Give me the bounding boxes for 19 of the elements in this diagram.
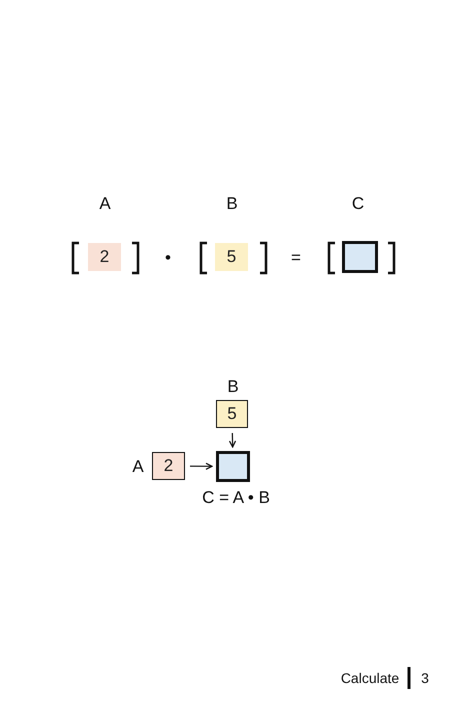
formula-caption: C = A • B <box>202 488 270 508</box>
matrix-name: C <box>352 194 364 214</box>
heading-label: A <box>132 457 144 477</box>
dot-operator: • <box>165 248 171 268</box>
matrix-name: B <box>226 194 238 214</box>
value-box <box>88 243 121 271</box>
matrix-name: A <box>99 194 111 214</box>
value-box <box>215 243 248 271</box>
value-label: 2 <box>164 456 174 476</box>
value-label: 2 <box>100 247 110 267</box>
page-number: 3 <box>421 670 429 686</box>
heading-label: B <box>227 377 239 397</box>
arrow <box>190 462 213 470</box>
value-label: 5 <box>227 404 237 424</box>
value-label: 5 <box>226 247 236 267</box>
result-box <box>342 241 378 273</box>
page-section-title: Calculate <box>340 670 400 686</box>
arrow <box>228 432 236 448</box>
equals-sign: = <box>291 248 301 268</box>
